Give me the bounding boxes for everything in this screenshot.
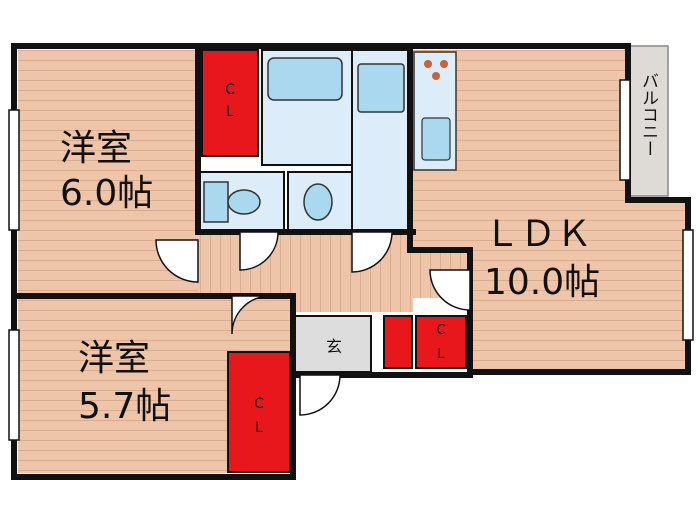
closet-bottom-label: L	[255, 420, 263, 436]
closet-bottom	[227, 351, 291, 473]
western-room-1-size: 6.0帖	[60, 173, 153, 214]
closet-top	[201, 49, 259, 157]
stove-burner-icon	[432, 72, 440, 80]
toilet-icon-1	[203, 181, 229, 223]
toilet-bowl-icon-1	[227, 189, 261, 215]
western-room-2-name: 洋室	[78, 338, 150, 379]
washbasin-icon	[357, 63, 405, 113]
closet-entry-label: C	[436, 323, 445, 338]
balcony-label: バルコニー	[638, 72, 658, 157]
entrance-label: 玄	[326, 337, 342, 356]
balcony	[627, 45, 669, 197]
closet-entry	[415, 315, 467, 369]
windows	[8, 79, 694, 441]
closet-top-label: C	[225, 82, 235, 98]
entrance	[292, 315, 372, 373]
closet-bottom-label: C	[254, 396, 264, 412]
ldk-size: 10.0帖	[484, 262, 600, 303]
closet-top-label: L	[226, 104, 234, 120]
closet-entry-label: L	[437, 347, 445, 362]
doors	[155, 231, 471, 416]
ldk-floor-lower	[470, 202, 685, 372]
ldk-name: ＬＤＫ	[484, 214, 592, 255]
bathtub-icon	[267, 57, 343, 101]
stove-burner-icon	[440, 60, 448, 68]
closet-entry-small	[383, 315, 413, 369]
western-room-2-size: 5.7帖	[78, 386, 171, 427]
sink-icon	[421, 117, 451, 161]
stove-burner-icon	[424, 60, 432, 68]
western-room-1-name: 洋室	[60, 128, 132, 169]
toilet-bowl-icon-2	[303, 183, 333, 221]
